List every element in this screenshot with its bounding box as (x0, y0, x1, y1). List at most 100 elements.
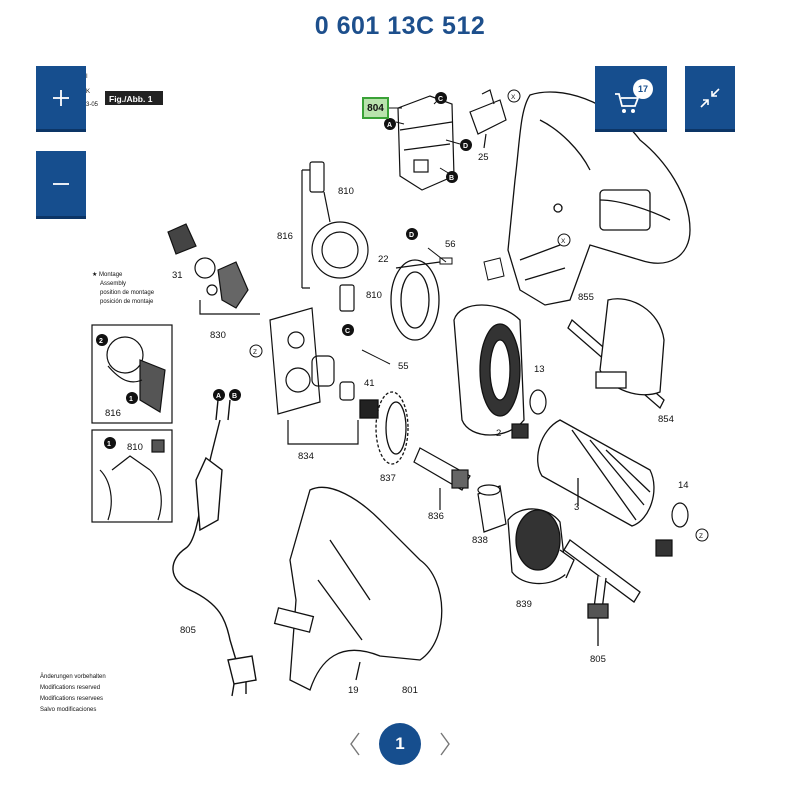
chuck-key-drawing (563, 539, 641, 646)
housing-screw (483, 257, 505, 281)
screw-56 (427, 247, 453, 265)
figure-label: Fig./Abb. 1 (109, 94, 153, 104)
pagination: 1 (0, 718, 800, 770)
minus-icon (53, 182, 69, 185)
inset-step-1b-circle (104, 437, 116, 449)
callout-b-2-circle (229, 389, 241, 401)
footer-note-2: Modifications reserved (40, 685, 100, 691)
plus-icon (53, 89, 69, 106)
callout-b-2: B (232, 393, 237, 400)
edge-text-3: 3-05 (86, 102, 99, 108)
stator-drawing (453, 304, 525, 436)
page-title: 0 601 13C 512 (314, 12, 486, 40)
part-label-810-top: 810 (338, 186, 354, 197)
part-label-3: 3 (574, 502, 579, 513)
inset-step-2: 2 (99, 338, 103, 345)
bearing-14 (655, 502, 689, 557)
callout-x-2: X (561, 238, 566, 245)
armature-drawing (537, 419, 655, 527)
chuck-drawing (507, 508, 575, 585)
cart-button[interactable]: 17 (595, 66, 667, 132)
part-label-801: 801 (402, 685, 418, 696)
part-label-838: 838 (472, 535, 488, 546)
part-label-816: 816 (277, 231, 293, 242)
part-label-834: 834 (298, 451, 314, 462)
diagram-drawing: I K 3-05 Fig./Abb. 1 C A D B 25 X X (40, 74, 709, 713)
collapse-button[interactable] (685, 66, 735, 132)
part-label-855: 855 (578, 292, 594, 303)
edge-text-1: I (86, 74, 88, 80)
callout-a-2-circle (213, 389, 225, 401)
part-label-22: 22 (378, 254, 389, 265)
power-cord-drawing (172, 399, 257, 697)
callout-b-circle (446, 171, 458, 183)
collapse-icon (700, 87, 720, 108)
part-label-836: 836 (428, 511, 444, 522)
inset-box-2 (91, 429, 173, 523)
part-label-25: 25 (478, 152, 489, 163)
chevron-right-icon (440, 732, 450, 756)
callout-d: D (463, 143, 468, 150)
callout-a-circle (384, 118, 396, 130)
part-label-805: 805 (180, 625, 196, 636)
part-830-drawing (194, 257, 260, 315)
callout-x-2-circle (557, 233, 571, 247)
inset-label-816: 816 (105, 408, 121, 419)
chevron-left-icon (350, 732, 360, 756)
part-804-highlight[interactable]: 804 (362, 97, 389, 119)
zoom-in-button[interactable] (36, 66, 86, 132)
callout-z-2: Z (699, 533, 703, 540)
cart-icon (615, 92, 640, 113)
callout-c-2-circle (342, 324, 354, 336)
cart-count-badge: 17 (633, 79, 653, 99)
part-label-41: 41 (364, 378, 375, 389)
callout-c-2: C (345, 328, 350, 335)
inset-step-1b: 1 (107, 441, 111, 448)
prev-page-button[interactable] (345, 724, 365, 764)
part-label-810-bottom: 810 (366, 290, 382, 301)
inset-step-1a-circle (126, 392, 138, 404)
callout-a-2: A (216, 393, 221, 400)
brush-holder-drawing (301, 161, 369, 312)
callout-z-circle (249, 344, 263, 358)
current-page[interactable]: 1 (379, 723, 421, 765)
screw-55 (361, 349, 391, 365)
inset-step-2-circle (96, 334, 108, 346)
gear-837-drawing (359, 391, 409, 465)
edge-text-2: K (86, 89, 90, 95)
callout-z: Z (253, 349, 257, 356)
part-label-56: 56 (445, 239, 456, 250)
part-label-13: 13 (534, 364, 545, 375)
callout-x: X (511, 94, 516, 101)
mounting-note-1: ★ Montage (92, 271, 123, 278)
footer-note-3: Modifications reservees (40, 696, 103, 702)
part-31-drawing (167, 223, 197, 255)
part-label-854: 854 (658, 414, 674, 425)
figure-label-box (105, 91, 163, 105)
next-page-button[interactable] (435, 724, 455, 764)
drill-housing-drawing (273, 486, 443, 691)
inset-step-1a: 1 (129, 396, 133, 403)
mounting-note-4: posición de montaje (100, 299, 154, 305)
callout-c-circle (435, 92, 447, 104)
footer-note-1: Änderungen vorbehalten (40, 673, 106, 680)
switch-804-drawing (397, 95, 455, 191)
callout-z-2-circle (695, 528, 709, 542)
callout-d-2-circle (406, 228, 418, 240)
callout-x-circle (507, 89, 521, 103)
exploded-parts-diagram: I K 3-05 Fig./Abb. 1 C A D B 25 X X (0, 60, 800, 740)
callout-b: B (449, 175, 454, 182)
spindle-drawing (413, 447, 471, 510)
callout-c: C (438, 96, 443, 103)
part-label-14: 14 (678, 480, 689, 491)
callout-d-circle (460, 139, 472, 151)
part-25-drawing (469, 89, 507, 149)
footer-note-4: Salvo modificaciones (40, 707, 96, 713)
zoom-out-button[interactable] (36, 151, 86, 219)
callout-a: A (387, 122, 392, 129)
mounting-note-2: Assembly (100, 281, 126, 287)
motor-housing-ring (390, 259, 441, 341)
part-label-840: 805 (590, 654, 606, 665)
part-label-839: 839 (516, 599, 532, 610)
bearing-13 (511, 389, 547, 439)
